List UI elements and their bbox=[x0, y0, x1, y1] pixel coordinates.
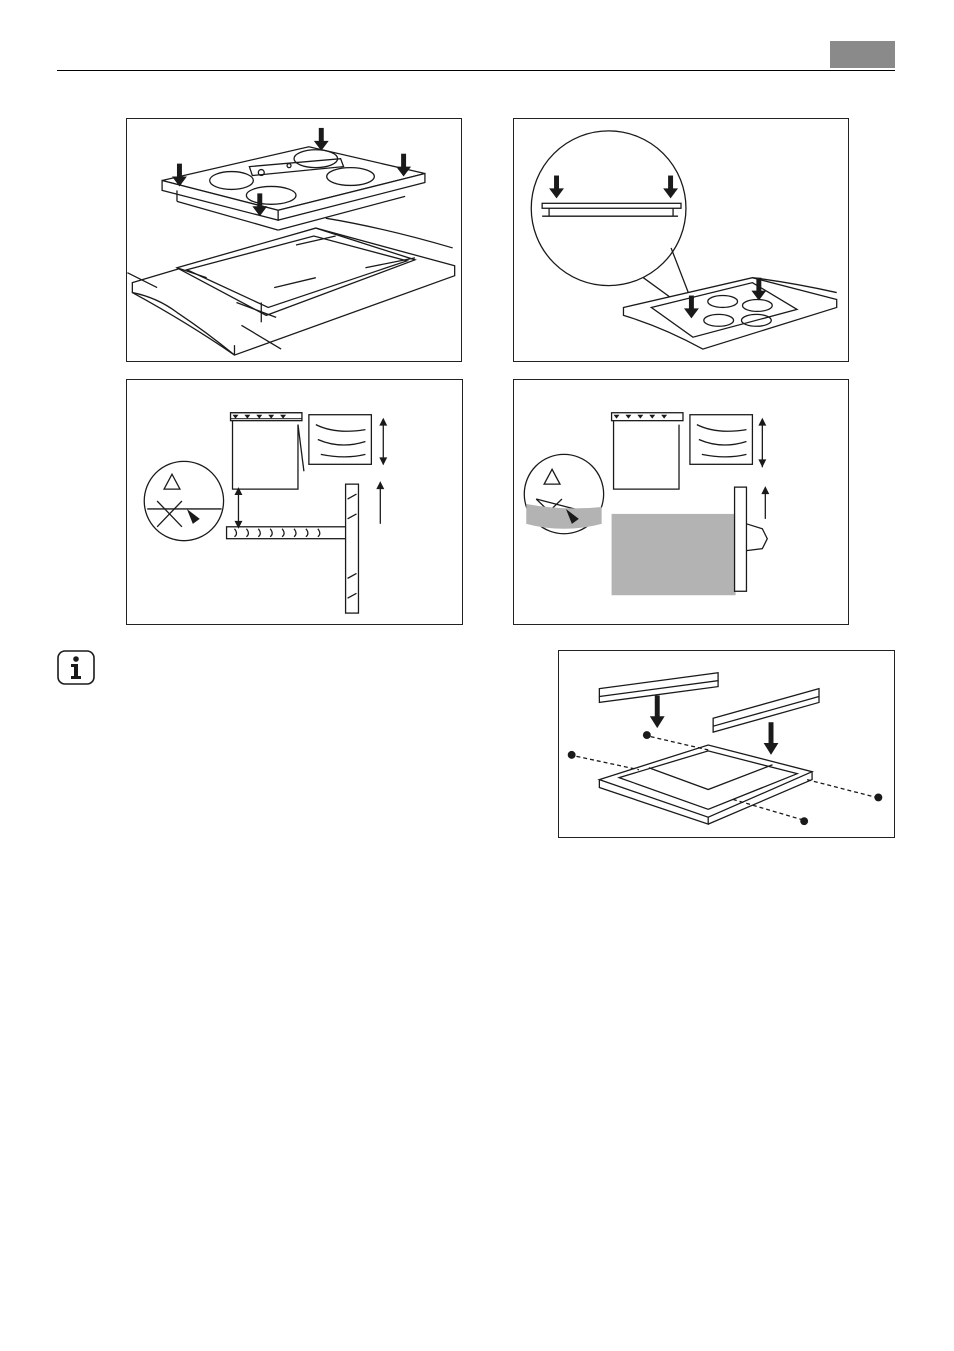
figure-hob-placement bbox=[126, 118, 462, 362]
info-icon bbox=[57, 650, 95, 685]
mounting-bracket-illustration bbox=[559, 651, 894, 837]
clearance-with-shelf-illustration bbox=[127, 380, 462, 624]
figure-clearance-oven bbox=[513, 379, 849, 625]
clearance-with-oven-illustration bbox=[514, 380, 848, 624]
figure-hob-seal-detail bbox=[513, 118, 849, 362]
hob-into-cutout-illustration bbox=[127, 119, 461, 361]
hob-seal-magnifier-illustration bbox=[514, 119, 848, 361]
header-rule bbox=[57, 70, 895, 71]
figure-clearance-shelf bbox=[126, 379, 463, 625]
section-tab bbox=[830, 41, 895, 68]
figure-bracket-assembly bbox=[558, 650, 895, 838]
